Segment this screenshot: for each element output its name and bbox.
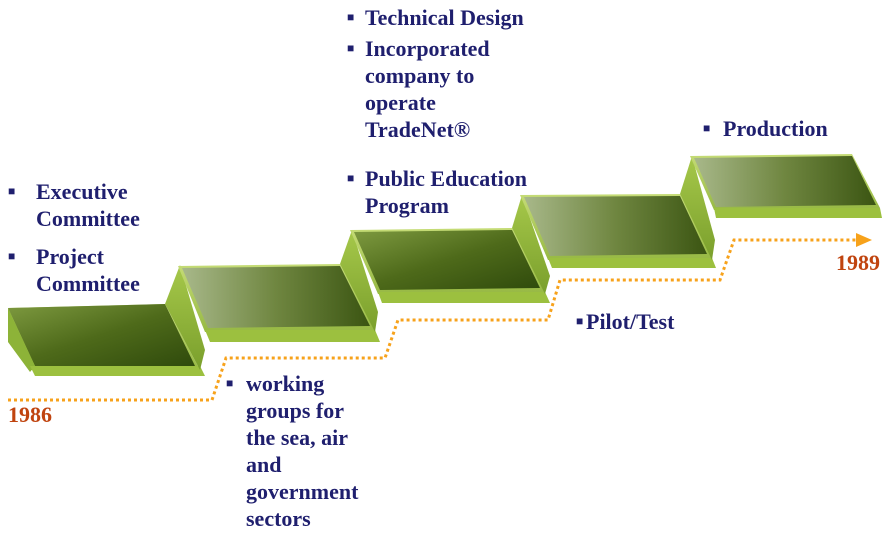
milestone-text: Technical Design xyxy=(347,4,524,31)
milestone-working-groups: ■ working groups for the sea, air and go… xyxy=(226,370,359,532)
step-1 xyxy=(8,304,205,376)
line: sectors xyxy=(246,506,311,531)
milestone-incorporated-company: ■ Incorporated company to operate TradeN… xyxy=(347,35,490,143)
line: Technical Design xyxy=(365,5,524,30)
milestone-text: Pilot/Test xyxy=(576,308,674,335)
line: Committee xyxy=(36,271,140,296)
line: company to xyxy=(365,63,475,88)
milestone-text: working groups for the sea, air and gove… xyxy=(226,370,358,532)
milestone-text: Public Education Program xyxy=(347,165,527,219)
milestone-text: Executive Committee xyxy=(8,178,140,232)
end-year-label: 1989 xyxy=(836,250,880,275)
step-2 xyxy=(178,264,380,342)
line: operate xyxy=(365,90,436,115)
timeline-path xyxy=(8,238,866,402)
milestone-public-education: ■ Public Education Program xyxy=(347,165,527,219)
line: Committee xyxy=(36,206,140,231)
riser-4 xyxy=(680,156,715,260)
riser-2 xyxy=(340,230,378,332)
milestone-text: Project Committee xyxy=(8,243,140,297)
milestone-text: Incorporated company to operate TradeNet… xyxy=(347,35,490,143)
line: groups for xyxy=(246,398,344,423)
milestone-technical-design: ■ Technical Design xyxy=(347,4,524,31)
start-year-label: 1986 xyxy=(8,402,52,427)
line: Public Education xyxy=(365,166,527,191)
line: Program xyxy=(365,193,449,218)
line: Executive xyxy=(36,179,128,204)
step-3 xyxy=(350,228,550,303)
line: Pilot/Test xyxy=(586,309,675,334)
step-5 xyxy=(690,154,882,218)
timeline-arrow-icon xyxy=(856,233,872,247)
line: Incorporated xyxy=(365,36,490,61)
milestone-executive-committee: ■ Executive Committee xyxy=(8,178,140,232)
milestone-pilot-test: ■ Pilot/Test xyxy=(576,308,675,335)
line: TradeNet® xyxy=(365,117,471,142)
line: Production xyxy=(723,116,828,141)
line: and xyxy=(246,452,282,477)
line: Project xyxy=(36,244,104,269)
line: working xyxy=(246,371,325,396)
riser-3 xyxy=(512,195,550,294)
milestone-project-committee: ■ Project Committee xyxy=(8,243,140,297)
milestone-production: ■ Production xyxy=(703,115,828,142)
riser-1 xyxy=(165,265,205,370)
step-4 xyxy=(520,194,716,268)
line: the sea, air xyxy=(246,425,349,450)
milestone-text: Production xyxy=(703,115,828,142)
line: government xyxy=(246,479,359,504)
